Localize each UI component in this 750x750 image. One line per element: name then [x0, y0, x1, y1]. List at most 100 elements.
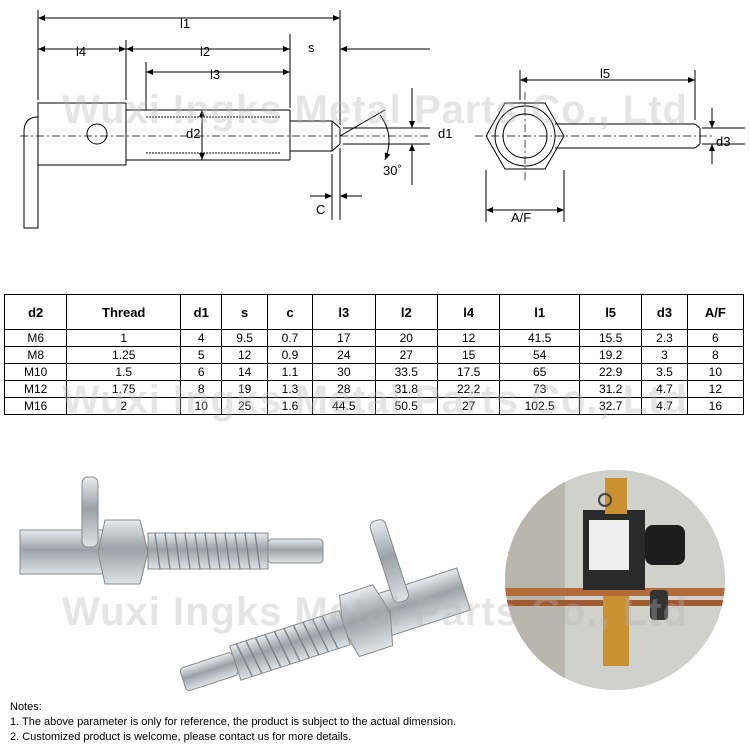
table-cell: M12 — [3, 380, 68, 398]
table-cell: 2.3 — [641, 329, 688, 347]
table-cell: 14 — [221, 363, 268, 381]
table-cell: 4 — [180, 329, 223, 347]
product-photo — [19, 476, 471, 691]
c-label: C — [316, 202, 325, 217]
table-cell: 10 — [686, 363, 745, 381]
table-cell: M6 — [3, 329, 68, 347]
side-view — [20, 10, 430, 229]
table-cell: M16 — [3, 397, 68, 415]
l2-label: l2 — [200, 44, 210, 59]
table-cell: 19.2 — [578, 346, 643, 364]
col-thread: Thread — [66, 294, 182, 330]
col-l4: l4 — [436, 294, 501, 330]
table-cell: 3.5 — [641, 363, 688, 381]
note-2: 2. Customized product is welcome, please… — [10, 731, 352, 743]
note-1: 1. The above parameter is only for refer… — [10, 716, 457, 728]
table-cell: 1.1 — [266, 363, 314, 381]
table-cell: 25 — [221, 397, 268, 415]
table-cell: 15.5 — [578, 329, 643, 347]
table-cell: 1.75 — [66, 380, 182, 398]
table-cell: 0.7 — [266, 329, 314, 347]
table-cell: 6 — [180, 363, 223, 381]
table-cell: 6 — [686, 329, 745, 347]
table-cell: 33.5 — [374, 363, 438, 381]
table-cell: 0.9 — [266, 346, 314, 364]
table-cell: 1.5 — [66, 363, 182, 381]
table-cell: 44.5 — [312, 397, 376, 415]
col-s: s — [221, 294, 268, 330]
table-cell: 27 — [374, 346, 438, 364]
col-l2: l2 — [374, 294, 438, 330]
table-cell: 4.7 — [641, 397, 688, 415]
col-d3: d3 — [641, 294, 688, 330]
d3-label: d3 — [716, 134, 730, 149]
table-cell: 9.5 — [221, 329, 268, 347]
table-cell: 50.5 — [374, 397, 438, 415]
table-cell: 41.5 — [499, 329, 580, 347]
notes: Notes: 1. The above parameter is only fo… — [10, 700, 456, 745]
table-cell: 5 — [180, 346, 223, 364]
table-cell: 12 — [221, 346, 268, 364]
af-label: A/F — [511, 210, 531, 225]
technical-drawing: l1 l4 l2 l3 s d2 d1 C 30˚ l5 d3 A/F — [20, 10, 745, 229]
col-c: c — [266, 294, 314, 330]
col-d2: d2 — [3, 294, 68, 330]
d1-label: d1 — [438, 126, 452, 141]
table-cell: 24 — [312, 346, 376, 364]
table-cell: 102.5 — [499, 397, 580, 415]
table-cell: 10 — [180, 397, 223, 415]
end-view — [475, 70, 745, 222]
application-photo — [505, 470, 725, 690]
table-cell: 1.6 — [266, 397, 314, 415]
table-cell: 30 — [312, 363, 376, 381]
table-cell: 22.9 — [578, 363, 643, 381]
table-cell: 19 — [221, 380, 268, 398]
table-cell: 28 — [312, 380, 376, 398]
table-cell: 4.7 — [641, 380, 688, 398]
table-cell: 31.2 — [578, 380, 643, 398]
table-cell: 31.8 — [374, 380, 438, 398]
col-af: A/F — [686, 294, 745, 330]
table-cell: 8 — [686, 346, 745, 364]
table-cell: 20 — [374, 329, 438, 347]
l5-label: l5 — [600, 66, 610, 81]
table-cell: 27 — [436, 397, 501, 415]
table-cell: 3 — [641, 346, 688, 364]
table-cell: M10 — [3, 363, 68, 381]
table-cell: 16 — [686, 397, 745, 415]
col-l1: l1 — [499, 294, 580, 330]
table-cell: 17 — [312, 329, 376, 347]
table-cell: 15 — [436, 346, 501, 364]
l4-label: l4 — [76, 44, 86, 59]
d2-label: d2 — [186, 126, 200, 141]
plunger-right — [179, 519, 471, 691]
table-cell: 12 — [436, 329, 501, 347]
table-cell: 2 — [66, 397, 182, 415]
table-cell: 32.7 — [578, 397, 643, 415]
table-cell: 12 — [686, 380, 745, 398]
table-header-row: d2 Thread d1 s c l3 l2 l4 l1 l5 d3 A/F — [3, 294, 745, 330]
table-cell: 73 — [499, 380, 580, 398]
table-cell: 22.2 — [436, 380, 501, 398]
col-l3: l3 — [312, 294, 376, 330]
table-cell: 1 — [66, 329, 182, 347]
table-cell: 54 — [499, 346, 580, 364]
table-cell: 1.3 — [266, 380, 314, 398]
angle-label: 30˚ — [383, 163, 402, 178]
notes-title: Notes: — [10, 701, 42, 713]
col-l5: l5 — [578, 294, 643, 330]
col-d1: d1 — [180, 294, 223, 330]
spec-table: d2 Thread d1 s c l3 l2 l4 l1 l5 d3 A/F M… — [3, 294, 745, 415]
table-cell: 1.25 — [66, 346, 182, 364]
table-cell: 17.5 — [436, 363, 501, 381]
table-cell: M8 — [3, 346, 68, 364]
l1-label: l1 — [180, 16, 190, 31]
table-cell: 8 — [180, 380, 223, 398]
plunger-left — [19, 476, 324, 585]
